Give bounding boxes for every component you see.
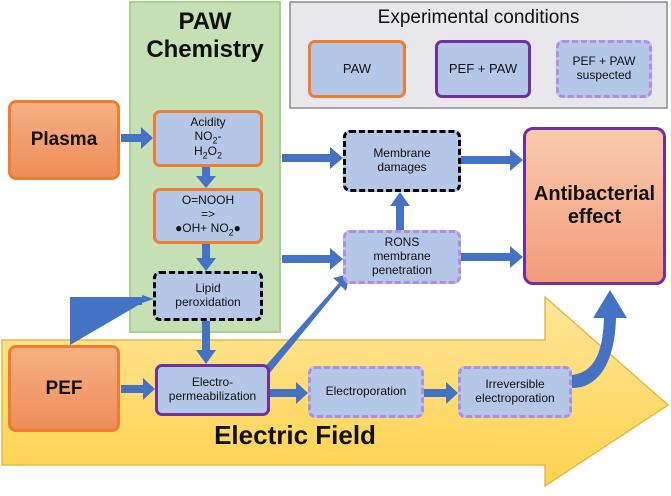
- legend-paw: PAW: [308, 40, 406, 98]
- arrow-oonooh-lipid: [196, 243, 216, 271]
- arrow-electroperm-rons: [262, 274, 350, 375]
- arrow-acidity-oonooh: [196, 167, 216, 188]
- paw-title-line1: PAW: [178, 8, 232, 35]
- legend-title: Experimental conditions: [377, 7, 580, 28]
- node-electroporation: Electroporation: [308, 366, 424, 418]
- oonooh-line3: ●OH+ NO2●: [175, 220, 241, 238]
- node-pef: PEF: [8, 345, 120, 432]
- electroperm-line1: Electro-: [191, 375, 234, 390]
- arrow-plasma-acidity: [121, 127, 153, 149]
- electroporation-label: Electroporation: [325, 384, 407, 399]
- oonooh-line2: =>: [200, 207, 215, 222]
- irreversible-line1: Irreversible: [485, 377, 545, 392]
- lipid-line1: Lipid: [195, 281, 221, 296]
- node-membrane-damages: Membrane damages: [343, 130, 461, 192]
- arrow-rons-antibacterial: [461, 246, 523, 268]
- arrow-acidity-membrane: [282, 147, 343, 169]
- antibacterial-line1: Antibacterial: [533, 183, 656, 205]
- rons-line1: RONS: [384, 235, 420, 250]
- arrow-pef-electroperm: [121, 378, 155, 400]
- irreversible-line2: electroporation: [475, 391, 555, 405]
- antibacterial-line2: effect: [567, 206, 622, 228]
- legend-paw-label: PAW: [342, 60, 372, 76]
- node-rons-penetration: RONS membrane penetration: [343, 230, 461, 284]
- arrow-electroporation-irreversible: [424, 382, 458, 404]
- arrow-panel-rons: [282, 248, 343, 270]
- paw-chemistry-title: PAW Chemistry: [130, 8, 280, 64]
- rons-line2: membrane: [373, 249, 431, 264]
- membrane-line1: Membrane: [373, 146, 431, 161]
- node-antibacterial-effect: Antibacterial effect: [523, 127, 666, 285]
- node-oonooh: O=NOOH => ●OH+ NO2●: [153, 188, 263, 244]
- acidity-no2: NO2-: [194, 128, 222, 146]
- plasma-label: Plasma: [30, 129, 98, 151]
- rons-line3: penetration: [371, 262, 433, 277]
- oonooh-line1: O=NOOH: [181, 193, 235, 208]
- arrow-lipid-electroperm: [196, 321, 216, 364]
- electric-field-label: Electric Field: [214, 420, 376, 450]
- paw-title-line2: Chemistry: [146, 36, 264, 63]
- legend-pef-paw: PEF + PAW: [435, 40, 531, 98]
- arrow-pef-lipid: [70, 295, 154, 345]
- legend-suspected: PEF + PAW suspected: [556, 40, 652, 98]
- node-plasma: Plasma: [8, 100, 120, 180]
- node-irreversible-electroporation: Irreversible electroporation: [458, 366, 572, 418]
- arrow-rons-membrane: [390, 192, 410, 230]
- arrow-membrane-antibacterial: [461, 149, 523, 171]
- lipid-line2: peroxidation: [175, 295, 241, 309]
- arrow-irreversible-antibacterial: [572, 290, 627, 388]
- acidity-h2o2: H2O2: [193, 144, 223, 161]
- acidity-line1: Acidity: [190, 114, 226, 129]
- arrow-electroperm-electroporation: [270, 382, 308, 404]
- node-lipid-peroxidation: Lipid peroxidation: [153, 271, 263, 321]
- membrane-line2: damages: [377, 160, 427, 174]
- node-acidity: Acidity NO2- H2O2: [153, 110, 263, 167]
- node-electro-permeabilization: Electro- permeabilization: [155, 364, 270, 416]
- electroperm-line2: permeabilization: [168, 389, 257, 403]
- legend-pef-paw-label: PEF + PAW: [448, 60, 518, 76]
- legend-suspected-label: PEF + PAW suspected: [572, 54, 636, 82]
- pef-label: PEF: [45, 377, 83, 399]
